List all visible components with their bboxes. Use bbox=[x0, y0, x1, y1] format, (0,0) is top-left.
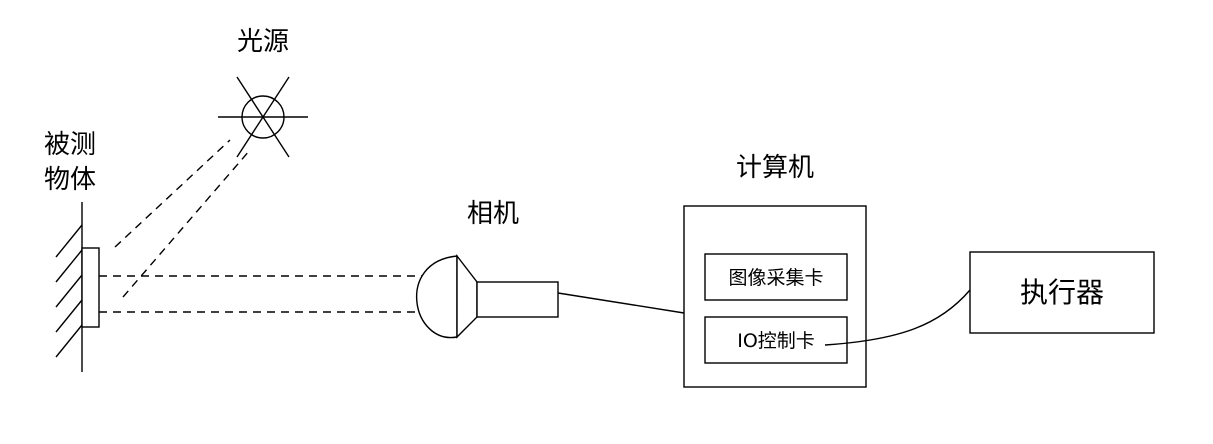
object-under-test bbox=[55, 202, 100, 372]
io-card-box bbox=[704, 316, 848, 364]
camera-lens bbox=[416, 255, 458, 339]
illumination-path bbox=[122, 149, 251, 298]
test-object-block bbox=[81, 247, 100, 328]
actuator-cable bbox=[824, 289, 971, 346]
camera-lens-housing bbox=[456, 253, 478, 339]
capture-card-box bbox=[704, 253, 848, 301]
actuator-label: 执行器 bbox=[1020, 276, 1104, 309]
camera-label: 相机 bbox=[467, 199, 519, 229]
light-source-label: 光源 bbox=[237, 27, 289, 57]
actuator-box bbox=[969, 251, 1155, 334]
io-card-label: IO控制卡 bbox=[737, 330, 815, 352]
camera bbox=[416, 253, 559, 339]
camera-cable bbox=[557, 292, 685, 314]
wall-hatch bbox=[55, 224, 83, 258]
object-label-line1: 被测 bbox=[44, 130, 96, 160]
computer-label: 计算机 bbox=[736, 153, 814, 183]
light-source bbox=[218, 76, 308, 158]
illumination-path bbox=[114, 139, 231, 248]
capture-card-label: 图像采集卡 bbox=[728, 267, 823, 289]
wall-hatch bbox=[55, 249, 83, 283]
wall-hatch bbox=[55, 274, 83, 308]
wall-hatch bbox=[55, 324, 83, 358]
wall-hatch bbox=[55, 299, 83, 333]
object-label-line2: 物体 bbox=[44, 165, 96, 195]
camera-body bbox=[476, 281, 559, 318]
